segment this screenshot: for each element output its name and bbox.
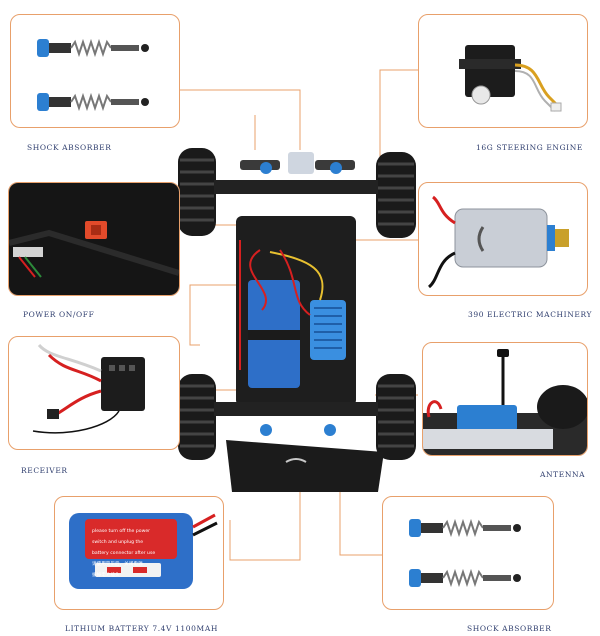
- panel-shock-absorber-bottom: [382, 496, 554, 610]
- antenna-image: [423, 349, 587, 455]
- power-switch-image: [9, 183, 179, 295]
- sticker-line: 请使用完毕后，关闭电源: [92, 562, 143, 568]
- sticker-line: switch and unplug the: [92, 539, 144, 545]
- rc-car-chassis: [178, 148, 416, 492]
- rear-right-wheel: [376, 374, 416, 460]
- label-antenna: ANTENNA: [540, 470, 586, 479]
- receiver-image: [32, 343, 145, 434]
- label-power-switch: POWER ON/OFF: [23, 310, 95, 319]
- panel-power-switch: [8, 182, 180, 296]
- shock-absorber-image: [409, 518, 521, 588]
- front-right-wheel: [376, 152, 416, 238]
- panel-battery: [54, 496, 224, 610]
- sticker-line: please turn off the power: [92, 528, 151, 534]
- sticker-line: battery connector after use: [92, 550, 156, 556]
- label-shock-absorber-top: SHOCK ABSORBER: [27, 143, 112, 152]
- panel-receiver: [8, 336, 180, 450]
- sticker-line: 拔掉电池插头: [92, 573, 120, 579]
- panel-electric-motor: [418, 182, 588, 296]
- shock-absorber-3: [409, 518, 521, 538]
- steering-servo-image: [459, 45, 562, 112]
- shock-absorber-2: [37, 92, 149, 112]
- panel-steering-engine: [418, 14, 588, 128]
- label-battery: LITHIUM BATTERY 7.4V 1100MAH: [65, 624, 218, 633]
- battery-image: [69, 513, 218, 589]
- label-steering-engine: 16G STEERING ENGINE: [476, 143, 583, 152]
- battery-warning-sticker: please turn off the power switch and unp…: [92, 523, 172, 585]
- label-shock-absorber-bottom: SHOCK ABSORBER: [467, 624, 552, 633]
- shock-absorber-4: [409, 568, 521, 588]
- rear-left-wheel: [178, 374, 216, 460]
- front-left-wheel: [178, 148, 216, 236]
- panel-shock-absorber-top: [10, 14, 180, 128]
- shock-absorber-image: [37, 38, 149, 112]
- label-electric-machinery: 390 ELECTRIC MACHINERY: [468, 310, 593, 319]
- panel-antenna: [422, 342, 588, 456]
- shock-absorber-1: [37, 38, 149, 58]
- label-receiver: RECEIVER: [21, 466, 68, 475]
- electric-motor-image: [427, 195, 569, 289]
